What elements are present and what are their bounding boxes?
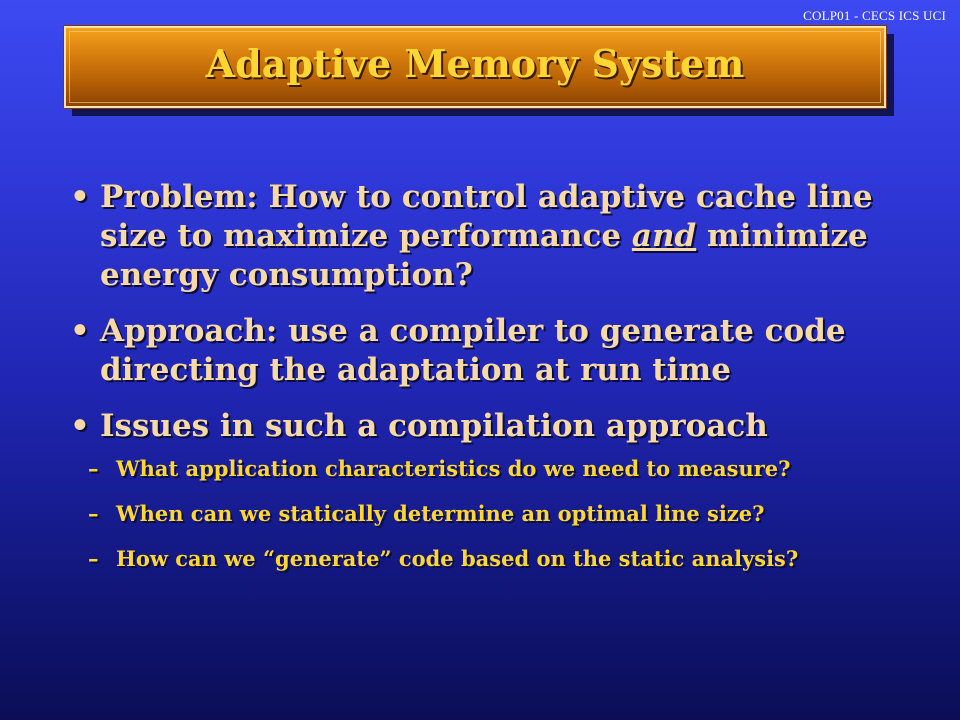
bullet-text: Approach: use a compiler to generate cod… bbox=[100, 313, 846, 388]
sub-bullet-item: – When can we statically determine an op… bbox=[70, 500, 940, 527]
sub-bullet-list: – What application characteristics do we… bbox=[70, 455, 940, 572]
sub-bullet-marker: – bbox=[88, 456, 99, 481]
slide-header-tag: COLP01 - CECS ICS UCI bbox=[803, 8, 946, 23]
bullet-item-approach: • Approach: use a compiler to generate c… bbox=[70, 312, 940, 390]
bullet-list: • Problem: How to control adaptive cache… bbox=[70, 178, 940, 590]
sub-bullet-text: How can we “generate” code based on the … bbox=[116, 546, 799, 571]
sub-bullet-marker: – bbox=[88, 546, 99, 571]
sub-bullet-text: When can we statically determine an opti… bbox=[116, 501, 765, 526]
sub-bullet-text: What application characteristics do we n… bbox=[116, 456, 791, 481]
bullet-text: minimize energy consumption? bbox=[100, 218, 868, 293]
bullet-emphasis: and bbox=[631, 218, 697, 254]
bullet-marker: • bbox=[70, 179, 90, 215]
bullet-text: Issues in such a compilation approach bbox=[100, 408, 768, 444]
sub-bullet-item: – How can we “generate” code based on th… bbox=[70, 545, 940, 572]
bullet-item-issues: • Issues in such a compilation approach bbox=[70, 407, 940, 446]
title-box: Adaptive Memory System bbox=[63, 25, 887, 109]
bullet-text: Problem: How to control adaptive cache l… bbox=[100, 179, 873, 254]
bullet-item-problem: • Problem: How to control adaptive cache… bbox=[70, 178, 940, 295]
bullet-marker: • bbox=[70, 408, 90, 444]
sub-bullet-marker: – bbox=[88, 501, 99, 526]
bullet-marker: • bbox=[70, 313, 90, 349]
slide-title: Adaptive Memory System bbox=[205, 41, 745, 86]
sub-bullet-item: – What application characteristics do we… bbox=[70, 455, 940, 482]
